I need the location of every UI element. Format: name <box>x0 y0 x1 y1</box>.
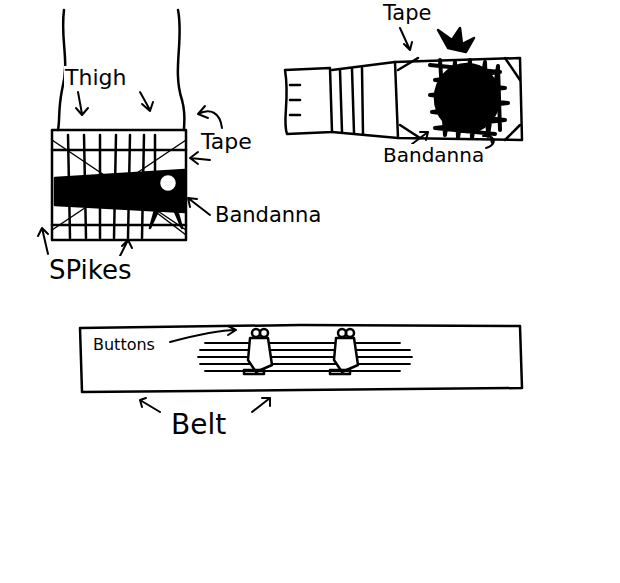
part-label: Bandanna <box>382 144 485 166</box>
leader-arrows <box>38 28 494 412</box>
part-label: Tape <box>382 2 432 25</box>
part-label: Thigh <box>64 66 127 90</box>
part-label: Tape <box>200 130 253 154</box>
part-label: Belt <box>170 410 227 441</box>
button-clip <box>244 329 358 374</box>
black-strap <box>55 170 185 212</box>
part-label: Bandanna <box>214 204 322 227</box>
belt-outline <box>80 325 522 392</box>
part-label: Buttons <box>92 336 156 354</box>
tape-line <box>52 149 186 152</box>
tape-line <box>52 224 186 227</box>
spikes <box>68 135 155 238</box>
bandanna-knot <box>150 174 182 228</box>
tape-diagonals <box>52 140 186 235</box>
belt-spikes <box>198 343 412 371</box>
tape-band <box>52 130 186 240</box>
arm-sketch <box>285 58 522 140</box>
thigh-outline <box>178 10 185 130</box>
bandanna-knot <box>438 28 474 52</box>
part-label: SPikes <box>48 256 133 285</box>
